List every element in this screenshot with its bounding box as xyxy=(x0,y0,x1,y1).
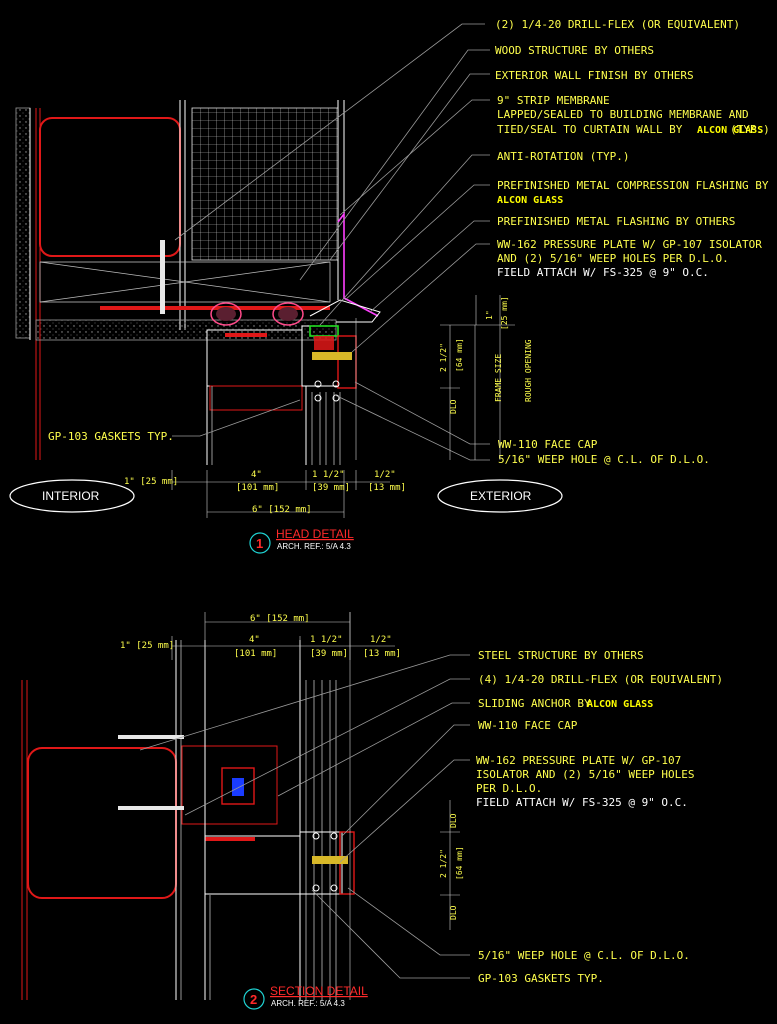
section-note-anchor: SLIDING ANCHOR BY xyxy=(478,697,591,710)
head-dim-v-dlo: DLO xyxy=(449,399,458,414)
metal-flashing xyxy=(309,299,381,323)
section-dim-1-5in: 1 1/2" xyxy=(310,635,343,645)
section-dimensions xyxy=(171,612,460,930)
section-note-pressure-1: WW-162 PRESSURE PLATE W/ GP-107 xyxy=(476,754,681,767)
head-dim-4in: 4" xyxy=(251,470,262,480)
section-dim-6in: 6" [152 mm] xyxy=(250,614,310,624)
head-brand-1: ALCON GLASS xyxy=(697,125,763,136)
wall-finish-grid xyxy=(191,107,339,261)
section-dim-v-2-5in: 2 1/2" xyxy=(439,849,448,878)
steel-tube-head xyxy=(39,117,181,257)
concrete-wall xyxy=(15,107,31,339)
interior-label: INTERIOR xyxy=(42,489,100,503)
head-detail-ref: ARCH. REF.: 5/A 4.3 xyxy=(277,542,351,551)
head-note-gaskets: GP-103 GASKETS TYP. xyxy=(48,430,174,443)
sliding-anchor xyxy=(181,745,278,825)
head-note-membrane-1: 9" STRIP MEMBRANE xyxy=(497,94,610,107)
head-leaders xyxy=(172,23,490,461)
section-note-pressure-2: ISOLATOR AND (2) 5/16" WEEP HOLES xyxy=(476,768,695,781)
section-dim-half-in: 1/2" xyxy=(370,635,392,645)
head-dim-4in-mm: [101 mm] xyxy=(236,483,279,493)
section-dim-v-dlo-lower: DLO xyxy=(449,905,458,920)
drill-flex-screw xyxy=(160,240,165,314)
head-dim-v-2-5in-mm: [64 mm] xyxy=(455,338,464,372)
head-brand-2: ALCON GLASS xyxy=(497,195,563,206)
head-dim-1in: 1" [25 mm] xyxy=(124,477,178,487)
head-detail-number: 1 xyxy=(256,536,263,551)
head-dim-1-5in-mm: [39 mm] xyxy=(312,483,350,493)
head-note-pressure-plate-1: WW-162 PRESSURE PLATE W/ GP-107 ISOLATOR xyxy=(497,238,762,251)
section-detail: STEEL STRUCTURE BY OTHERS (4) 1/4-20 DRI… xyxy=(21,612,723,1010)
section-note-face-cap: WW-110 FACE CAP xyxy=(478,719,578,732)
strip-membrane xyxy=(337,211,379,317)
section-dim-half-in-mm: [13 mm] xyxy=(363,649,401,659)
head-note-compression-flashing: PREFINISHED METAL COMPRESSION FLASHING B… xyxy=(497,179,769,192)
head-dim-6in: 6" [152 mm] xyxy=(252,505,312,515)
head-dim-1-5in: 1 1/2" xyxy=(312,470,345,480)
head-dim-v-1in-mm: [25 mm] xyxy=(500,296,509,330)
wood-blocking xyxy=(39,261,331,303)
face-cap xyxy=(337,335,357,389)
section-note-weep-hole: 5/16" WEEP HOLE @ C.L. OF D.L.O. xyxy=(478,949,690,962)
sill-frame xyxy=(204,835,301,895)
head-dim-half-in: 1/2" xyxy=(374,470,396,480)
backer-rod-2 xyxy=(272,302,304,326)
head-dim-half-in-mm: [13 mm] xyxy=(368,483,406,493)
section-brand: ALCON GLASS xyxy=(587,699,653,710)
head-dim-v-1in: 1" xyxy=(485,310,494,320)
section-dim-1in: 1" [25 mm] xyxy=(120,641,174,651)
section-leaders xyxy=(139,654,470,979)
section-note-pressure-3: PER D.L.O. xyxy=(476,782,542,795)
head-dimensions xyxy=(171,295,515,518)
head-note-face-cap: WW-110 FACE CAP xyxy=(498,438,598,451)
head-note-wood-structure: WOOD STRUCTURE BY OTHERS xyxy=(495,44,654,57)
head-dim-rough-opening: ROUGH OPENING xyxy=(524,339,533,402)
section-dim-4in-mm: [101 mm] xyxy=(234,649,277,659)
head-detail-bubble xyxy=(249,532,271,554)
exterior-label: EXTERIOR xyxy=(470,489,532,503)
head-note-membrane-2: LAPPED/SEALED TO BUILDING MEMBRANE AND xyxy=(497,108,749,121)
head-note-membrane-3: TIED/SEAL TO CURTAIN WALL BY xyxy=(497,123,683,136)
section-dim-1-5in-mm: [39 mm] xyxy=(310,649,348,659)
steel-tube-section xyxy=(27,747,177,899)
head-note-weep-hole: 5/16" WEEP HOLE @ C.L. OF D.L.O. xyxy=(498,453,710,466)
section-detail-bubble xyxy=(243,988,265,1010)
head-dim-v-2-5in: 2 1/2" xyxy=(439,343,448,372)
head-detail-title: HEAD DETAIL xyxy=(276,527,354,541)
section-dim-4in: 4" xyxy=(249,635,260,645)
red-plate xyxy=(100,306,330,310)
head-typ: (TYP.) xyxy=(730,123,770,136)
section-note-gaskets: GP-103 GASKETS TYP. xyxy=(478,972,604,985)
head-note-pressure-plate-2: AND (2) 5/16" WEEP HOLES PER D.L.O. xyxy=(497,252,729,265)
head-dim-frame-size: FRAME SIZE xyxy=(494,354,503,402)
section-pressure-screw xyxy=(312,856,348,864)
section-detail-title: SECTION DETAIL xyxy=(270,984,368,998)
section-note-field-attach: FIELD ATTACH W/ FS-325 @ 9" O.C. xyxy=(476,796,688,809)
anchor-bolt xyxy=(232,778,244,796)
drill-flex-screw-2 xyxy=(118,806,184,810)
interior-oval xyxy=(9,479,135,513)
head-note-anti-rotation: ANTI-ROTATION (TYP.) xyxy=(497,150,629,163)
backer-rod-1 xyxy=(210,302,242,326)
section-detail-number: 2 xyxy=(250,992,257,1007)
head-note-flashing-others: PREFINISHED METAL FLASHING BY OTHERS xyxy=(497,215,735,228)
pressure-plate-screw xyxy=(312,352,352,360)
section-dim-v-2-5in-mm: [64 mm] xyxy=(455,846,464,880)
head-note-field-attach: FIELD ATTACH W/ FS-325 @ 9" O.C. xyxy=(497,266,709,279)
section-dim-v-dlo-upper: DLO xyxy=(449,813,458,828)
head-note-wall-finish: EXTERIOR WALL FINISH BY OTHERS xyxy=(495,69,694,82)
section-note-drillflex: (4) 1/4-20 DRILL-FLEX (OR EQUIVALENT) xyxy=(478,673,723,686)
section-detail-ref: ARCH. REF.: 5/A 4.3 xyxy=(271,999,345,1008)
exterior-oval xyxy=(437,479,563,513)
head-detail: (2) 1/4-20 DRILL-FLEX (OR EQUIVALENT) WO… xyxy=(9,18,770,554)
drill-flex-screw-1 xyxy=(118,735,184,739)
section-note-steel: STEEL STRUCTURE BY OTHERS xyxy=(478,649,644,662)
head-note-drillflex: (2) 1/4-20 DRILL-FLEX (OR EQUIVALENT) xyxy=(495,18,740,31)
